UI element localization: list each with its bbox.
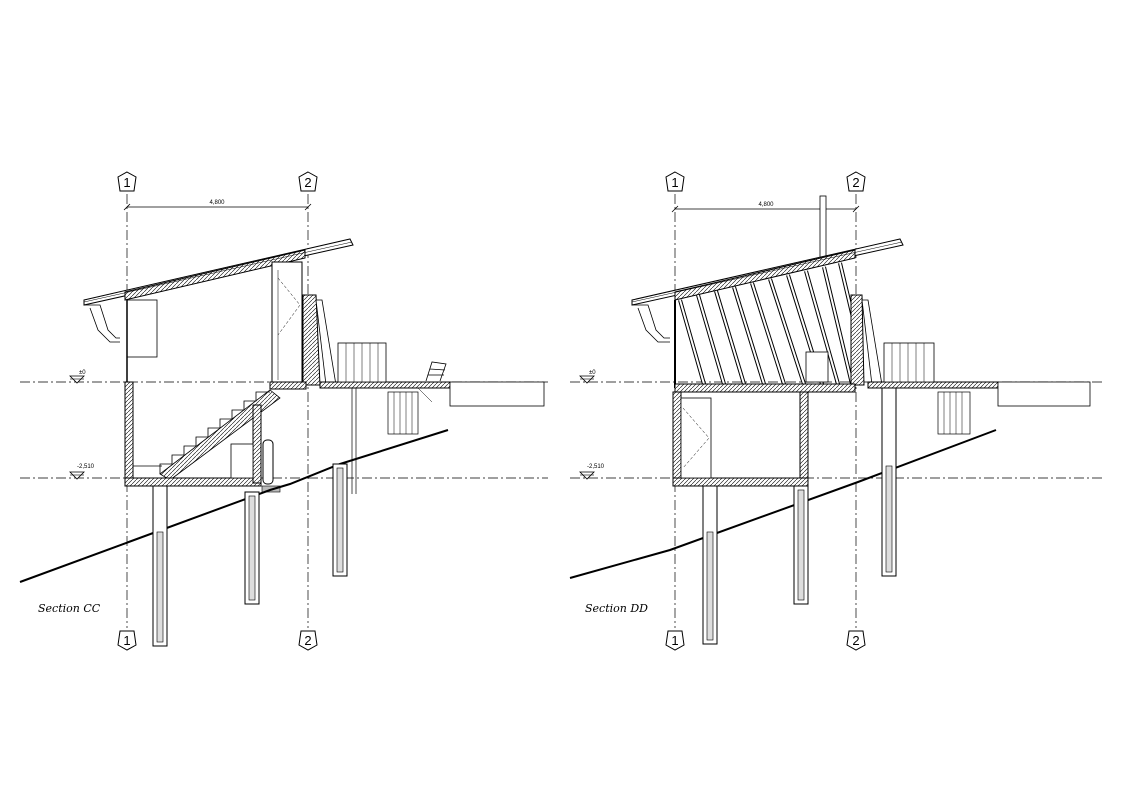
deck bbox=[319, 381, 451, 389]
level-text-lower: -2,510 bbox=[587, 464, 605, 470]
upper-floor-slab bbox=[269, 381, 307, 390]
grid-bubble-top-2: 2 bbox=[846, 171, 866, 192]
section-cc: 1 2 1 2 4,800 ±0 -2,51 bbox=[19, 171, 548, 651]
section-title-dd: Section DD bbox=[585, 602, 648, 615]
dimension-line: 4,800 bbox=[671, 202, 860, 213]
gutter bbox=[632, 304, 670, 343]
pile-left bbox=[152, 485, 168, 647]
section-dd: 1 2 1 2 4,800 ±0 -2,510 bbox=[569, 171, 1104, 651]
grid-label-bottom-1: 1 bbox=[123, 633, 130, 648]
dimension-text: 4,800 bbox=[758, 202, 774, 208]
grid-bubble-bottom-2: 2 bbox=[298, 630, 318, 651]
deck-end bbox=[449, 381, 545, 407]
roof bbox=[83, 238, 354, 306]
upper-floor-slab bbox=[674, 383, 856, 393]
level-marker-lower: -2,510 bbox=[579, 464, 605, 480]
level-text-upper: ±0 bbox=[79, 370, 86, 376]
flue bbox=[819, 195, 827, 261]
balustrade bbox=[883, 342, 935, 383]
grid-label-top-2: 2 bbox=[304, 175, 311, 190]
dimension-line: 4,800 bbox=[123, 200, 312, 211]
lower-cabinet bbox=[230, 443, 254, 479]
grid-bubble-top-2: 2 bbox=[298, 171, 318, 192]
level-text-upper: ±0 bbox=[589, 370, 596, 376]
pile-left bbox=[702, 485, 718, 645]
grid-label-bottom-2: 2 bbox=[304, 633, 311, 648]
level-marker-lower: -2,510 bbox=[69, 464, 95, 480]
section-title-cc: Section CC bbox=[38, 602, 101, 615]
ground-line bbox=[19, 429, 449, 583]
grid-label-top-2: 2 bbox=[852, 175, 859, 190]
grid-bubble-top-1: 1 bbox=[665, 171, 685, 192]
deck bbox=[867, 381, 999, 389]
grid-bubble-bottom-2: 2 bbox=[846, 630, 866, 651]
level-text-lower: -2,510 bbox=[77, 464, 95, 470]
gutter bbox=[84, 304, 120, 343]
loft-bars bbox=[674, 262, 858, 388]
level-marker-upper: ±0 bbox=[69, 370, 86, 384]
loft-box bbox=[805, 351, 829, 383]
window-upper-left bbox=[126, 299, 158, 358]
deck-substructure bbox=[937, 391, 971, 435]
lower-door bbox=[680, 397, 712, 479]
pile-middle bbox=[793, 485, 809, 605]
lower-right-wall bbox=[252, 404, 262, 484]
lower-floor-slab bbox=[672, 477, 809, 487]
lower-floor-slab bbox=[124, 477, 262, 487]
pile-middle bbox=[244, 491, 260, 605]
pile-right bbox=[881, 387, 897, 577]
grid-bubble-bottom-1: 1 bbox=[117, 630, 137, 651]
grid-label-bottom-1: 1 bbox=[671, 633, 678, 648]
dimension-text: 4,800 bbox=[209, 200, 225, 206]
deck-end bbox=[997, 381, 1091, 407]
gas-bottle bbox=[262, 439, 274, 485]
door-upper-right bbox=[271, 261, 303, 383]
lower-room-left-wall bbox=[672, 391, 682, 487]
right-wall bbox=[850, 294, 865, 386]
grid-label-bottom-2: 2 bbox=[852, 633, 859, 648]
grid-label-top-1: 1 bbox=[671, 175, 678, 190]
deck-chair bbox=[425, 361, 447, 382]
grid-bubble-top-1: 1 bbox=[117, 171, 137, 192]
grid-bubble-bottom-1: 1 bbox=[665, 630, 685, 651]
ground-line bbox=[569, 429, 997, 579]
grid-label-top-1: 1 bbox=[123, 175, 130, 190]
deck-substructure bbox=[387, 387, 433, 435]
level-marker-upper: ±0 bbox=[579, 370, 596, 384]
lower-room-right-wall bbox=[799, 391, 809, 487]
pile-right bbox=[332, 463, 348, 577]
roof bbox=[631, 238, 904, 306]
left-wall bbox=[124, 381, 134, 483]
balustrade bbox=[337, 342, 387, 383]
